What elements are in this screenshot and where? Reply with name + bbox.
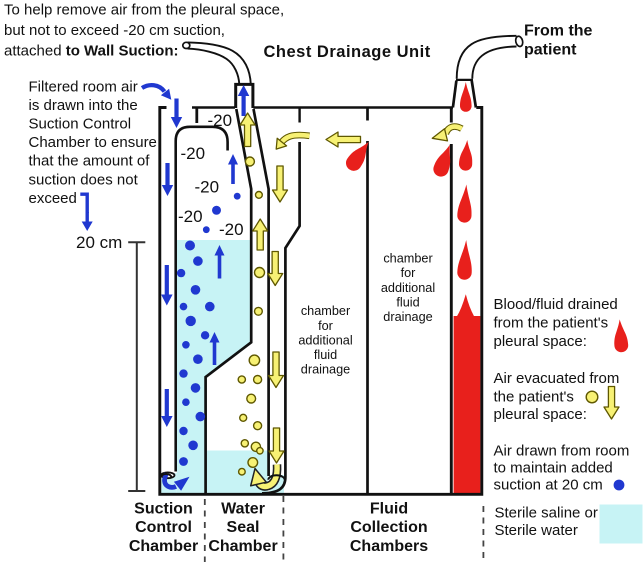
svg-text:Chamber: Chamber — [129, 538, 198, 555]
svg-text:fluid: fluid — [314, 348, 337, 362]
svg-text:-20: -20 — [178, 207, 203, 226]
svg-text:20 cm: 20 cm — [76, 233, 122, 252]
svg-text:Seal: Seal — [227, 519, 260, 536]
svg-text:Blood/fluid drained: Blood/fluid drained — [494, 296, 618, 313]
svg-text:to maintain added: to maintain added — [494, 460, 613, 477]
svg-text:-20: -20 — [219, 220, 244, 239]
svg-text:chamber: chamber — [383, 252, 433, 266]
svg-text:To help remove air from the pl: To help remove air from the pleural spac… — [4, 2, 284, 19]
svg-text:is drawn into the: is drawn into the — [29, 97, 138, 114]
svg-text:Fluid: Fluid — [370, 501, 408, 518]
svg-text:chamber: chamber — [301, 304, 351, 318]
svg-text:Filtered room air: Filtered room air — [29, 78, 138, 95]
svg-text:attached to Wall Suction:: attached to Wall Suction: — [4, 43, 178, 60]
svg-text:additional: additional — [381, 281, 435, 295]
svg-text:pleural space:: pleural space: — [494, 333, 587, 350]
svg-text:that the amount of: that the amount of — [29, 153, 151, 170]
svg-text:-20: -20 — [208, 111, 233, 130]
svg-text:-20: -20 — [181, 144, 206, 163]
svg-text:Suction: Suction — [134, 501, 193, 518]
svg-text:Air drawn from room: Air drawn from room — [494, 443, 630, 460]
svg-text:-20: -20 — [195, 178, 220, 197]
svg-text:the patient's: the patient's — [494, 389, 574, 406]
svg-text:Chamber: Chamber — [208, 538, 277, 555]
svg-text:Chamber to ensure: Chamber to ensure — [29, 134, 157, 151]
svg-text:patient: patient — [524, 41, 577, 58]
svg-text:suction at 20 cm: suction at 20 cm — [494, 477, 603, 494]
svg-text:Sterile water: Sterile water — [495, 522, 578, 539]
svg-text:Water: Water — [221, 501, 265, 518]
svg-text:Control: Control — [135, 519, 192, 536]
svg-text:drainage: drainage — [301, 363, 350, 377]
svg-text:from the patient's: from the patient's — [494, 315, 609, 332]
svg-text:drainage: drainage — [383, 310, 432, 324]
svg-text:pleural space:: pleural space: — [494, 406, 587, 423]
svg-text:Sterile saline or: Sterile saline or — [495, 505, 598, 522]
svg-text:fluid: fluid — [396, 295, 419, 309]
svg-text:Air evacuated from: Air evacuated from — [494, 370, 620, 387]
svg-text:Chambers: Chambers — [350, 538, 428, 555]
svg-text:for: for — [401, 266, 417, 280]
svg-text:additional: additional — [298, 333, 352, 347]
svg-text:Chest Drainage Unit: Chest Drainage Unit — [264, 43, 431, 61]
svg-text:Collection: Collection — [350, 519, 427, 536]
svg-text:exceed: exceed — [29, 190, 77, 207]
svg-text:for: for — [318, 319, 334, 333]
svg-text:but not to exceed -20 cm sucti: but not to exceed -20 cm suction, — [4, 22, 225, 39]
svg-text:From the: From the — [524, 22, 593, 39]
svg-text:Suction Control: Suction Control — [29, 116, 132, 133]
svg-text:suction does not: suction does not — [29, 171, 139, 188]
